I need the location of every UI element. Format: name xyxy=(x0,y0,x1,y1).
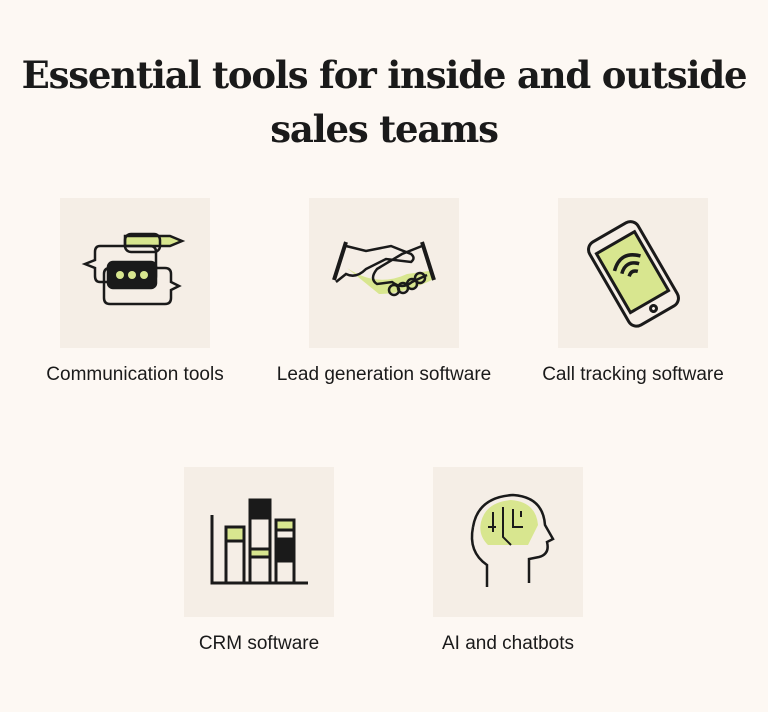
ai-head-icon xyxy=(433,467,583,617)
tool-label: Lead generation software xyxy=(276,364,492,385)
handshake-icon xyxy=(309,198,459,348)
tool-label: Call tracking software xyxy=(542,364,724,385)
tool-label: AI and chatbots xyxy=(441,633,575,654)
tool-label: CRM software xyxy=(198,633,320,654)
tool-crm: CRM software xyxy=(134,467,384,657)
tool-ai-chatbots: AI and chatbots xyxy=(383,467,633,657)
tool-communication: Communication tools xyxy=(10,198,260,388)
page-title: Essential tools for inside and outside s… xyxy=(21,53,748,151)
smartphone-icon xyxy=(558,198,708,348)
bar-chart-icon xyxy=(184,467,334,617)
tool-label: Communication tools xyxy=(46,364,224,385)
tool-lead-generation: Lead generation software xyxy=(259,198,509,388)
chat-bubbles-icon xyxy=(60,198,210,348)
tool-call-tracking: Call tracking software xyxy=(508,198,758,388)
